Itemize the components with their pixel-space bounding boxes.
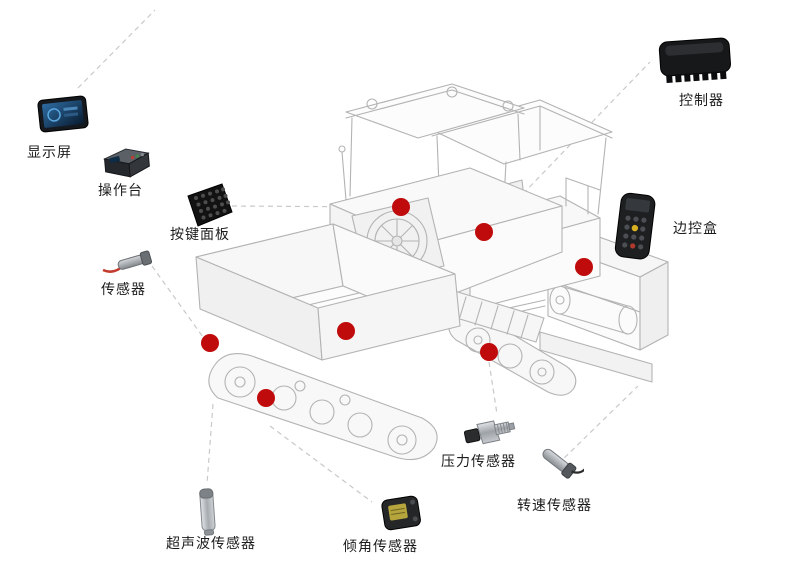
keypad-device-icon [182,182,234,228]
connector-ultrasonic [206,403,214,485]
paver-machine-art [195,83,669,461]
connector-sensor [151,265,204,338]
marker-engine [392,198,410,216]
label-speed-sensor: 转速传感器 [517,497,592,513]
connector-speed [557,385,639,465]
marker-track-rear [480,343,498,361]
display-device-icon [36,92,90,136]
speed-sensor-device-icon [534,438,590,488]
connector-display [77,9,156,89]
side-control-device-icon [606,190,662,264]
tilt-sensor-device-icon [376,490,426,534]
ultrasonic-sensor-device-icon [192,484,222,538]
sensor-device-icon [98,244,154,280]
console-device-icon [102,143,152,183]
connector-tilt [269,425,373,503]
marker-track-front [257,389,275,407]
label-console: 操作台 [98,182,143,198]
label-ultrasonic-sensor: 超声波传感器 [166,535,256,551]
marker-hopper [337,322,355,340]
connector-pressure [488,361,498,415]
connector-lines [77,9,651,503]
label-side-control-box: 边控盒 [673,220,718,236]
label-keypad: 按键面板 [170,226,230,242]
marker-hopper-left [201,334,219,352]
pressure-sensor-device-icon [460,414,520,452]
label-pressure-sensor: 压力传感器 [441,453,516,469]
label-sensor: 传感器 [101,281,146,297]
label-controller: 控制器 [679,92,724,108]
position-markers [201,198,593,407]
marker-cab [475,223,493,241]
label-tilt-sensor: 倾角传感器 [343,538,418,554]
label-display: 显示屏 [27,144,72,160]
marker-side [575,258,593,276]
controller-device-icon [652,32,738,84]
